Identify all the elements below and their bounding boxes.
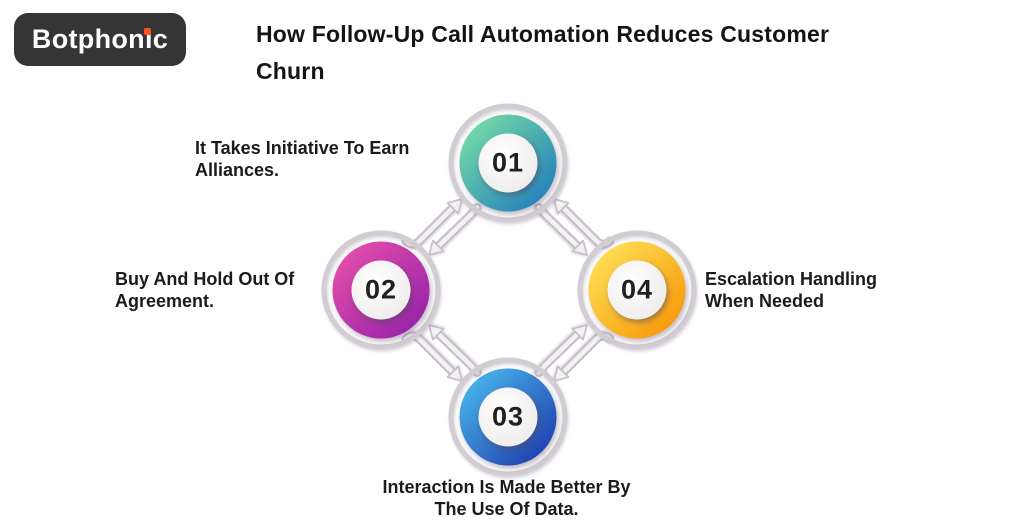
step-3-outer-ring xyxy=(448,357,568,477)
logo-i-dot xyxy=(144,28,151,35)
step-3-badge xyxy=(448,357,568,477)
step-4-badge xyxy=(577,230,697,350)
step-4-label: Escalation Handling When Needed xyxy=(705,269,878,311)
step-1-label: It Takes Initiative To Earn Alliances. xyxy=(195,138,410,180)
step-1-number: 01 xyxy=(491,147,525,178)
step-3-inner-circle xyxy=(478,387,538,447)
step-2-label: Buy And Hold Out Of Agreement. xyxy=(115,269,295,311)
step-2-number: 02 xyxy=(364,274,398,305)
step-1-badge xyxy=(448,103,568,223)
step-1-outer-ring xyxy=(448,103,568,223)
step-3-number: 03 xyxy=(491,401,525,432)
step-3-label: Interaction Is Made Better By The Use Of… xyxy=(382,477,631,519)
step-2-badge xyxy=(321,230,441,350)
step-2-inner-circle xyxy=(351,260,411,320)
step-1-inner-circle xyxy=(478,133,538,193)
step-4-inner-circle xyxy=(607,260,667,320)
step-2-outer-ring xyxy=(321,230,441,350)
step-4-outer-ring xyxy=(577,230,697,350)
page-title: How Follow-Up Call Automation Reduces Cu… xyxy=(256,21,830,84)
logo: Botphonic xyxy=(14,13,186,66)
step-4-number: 04 xyxy=(620,274,654,305)
